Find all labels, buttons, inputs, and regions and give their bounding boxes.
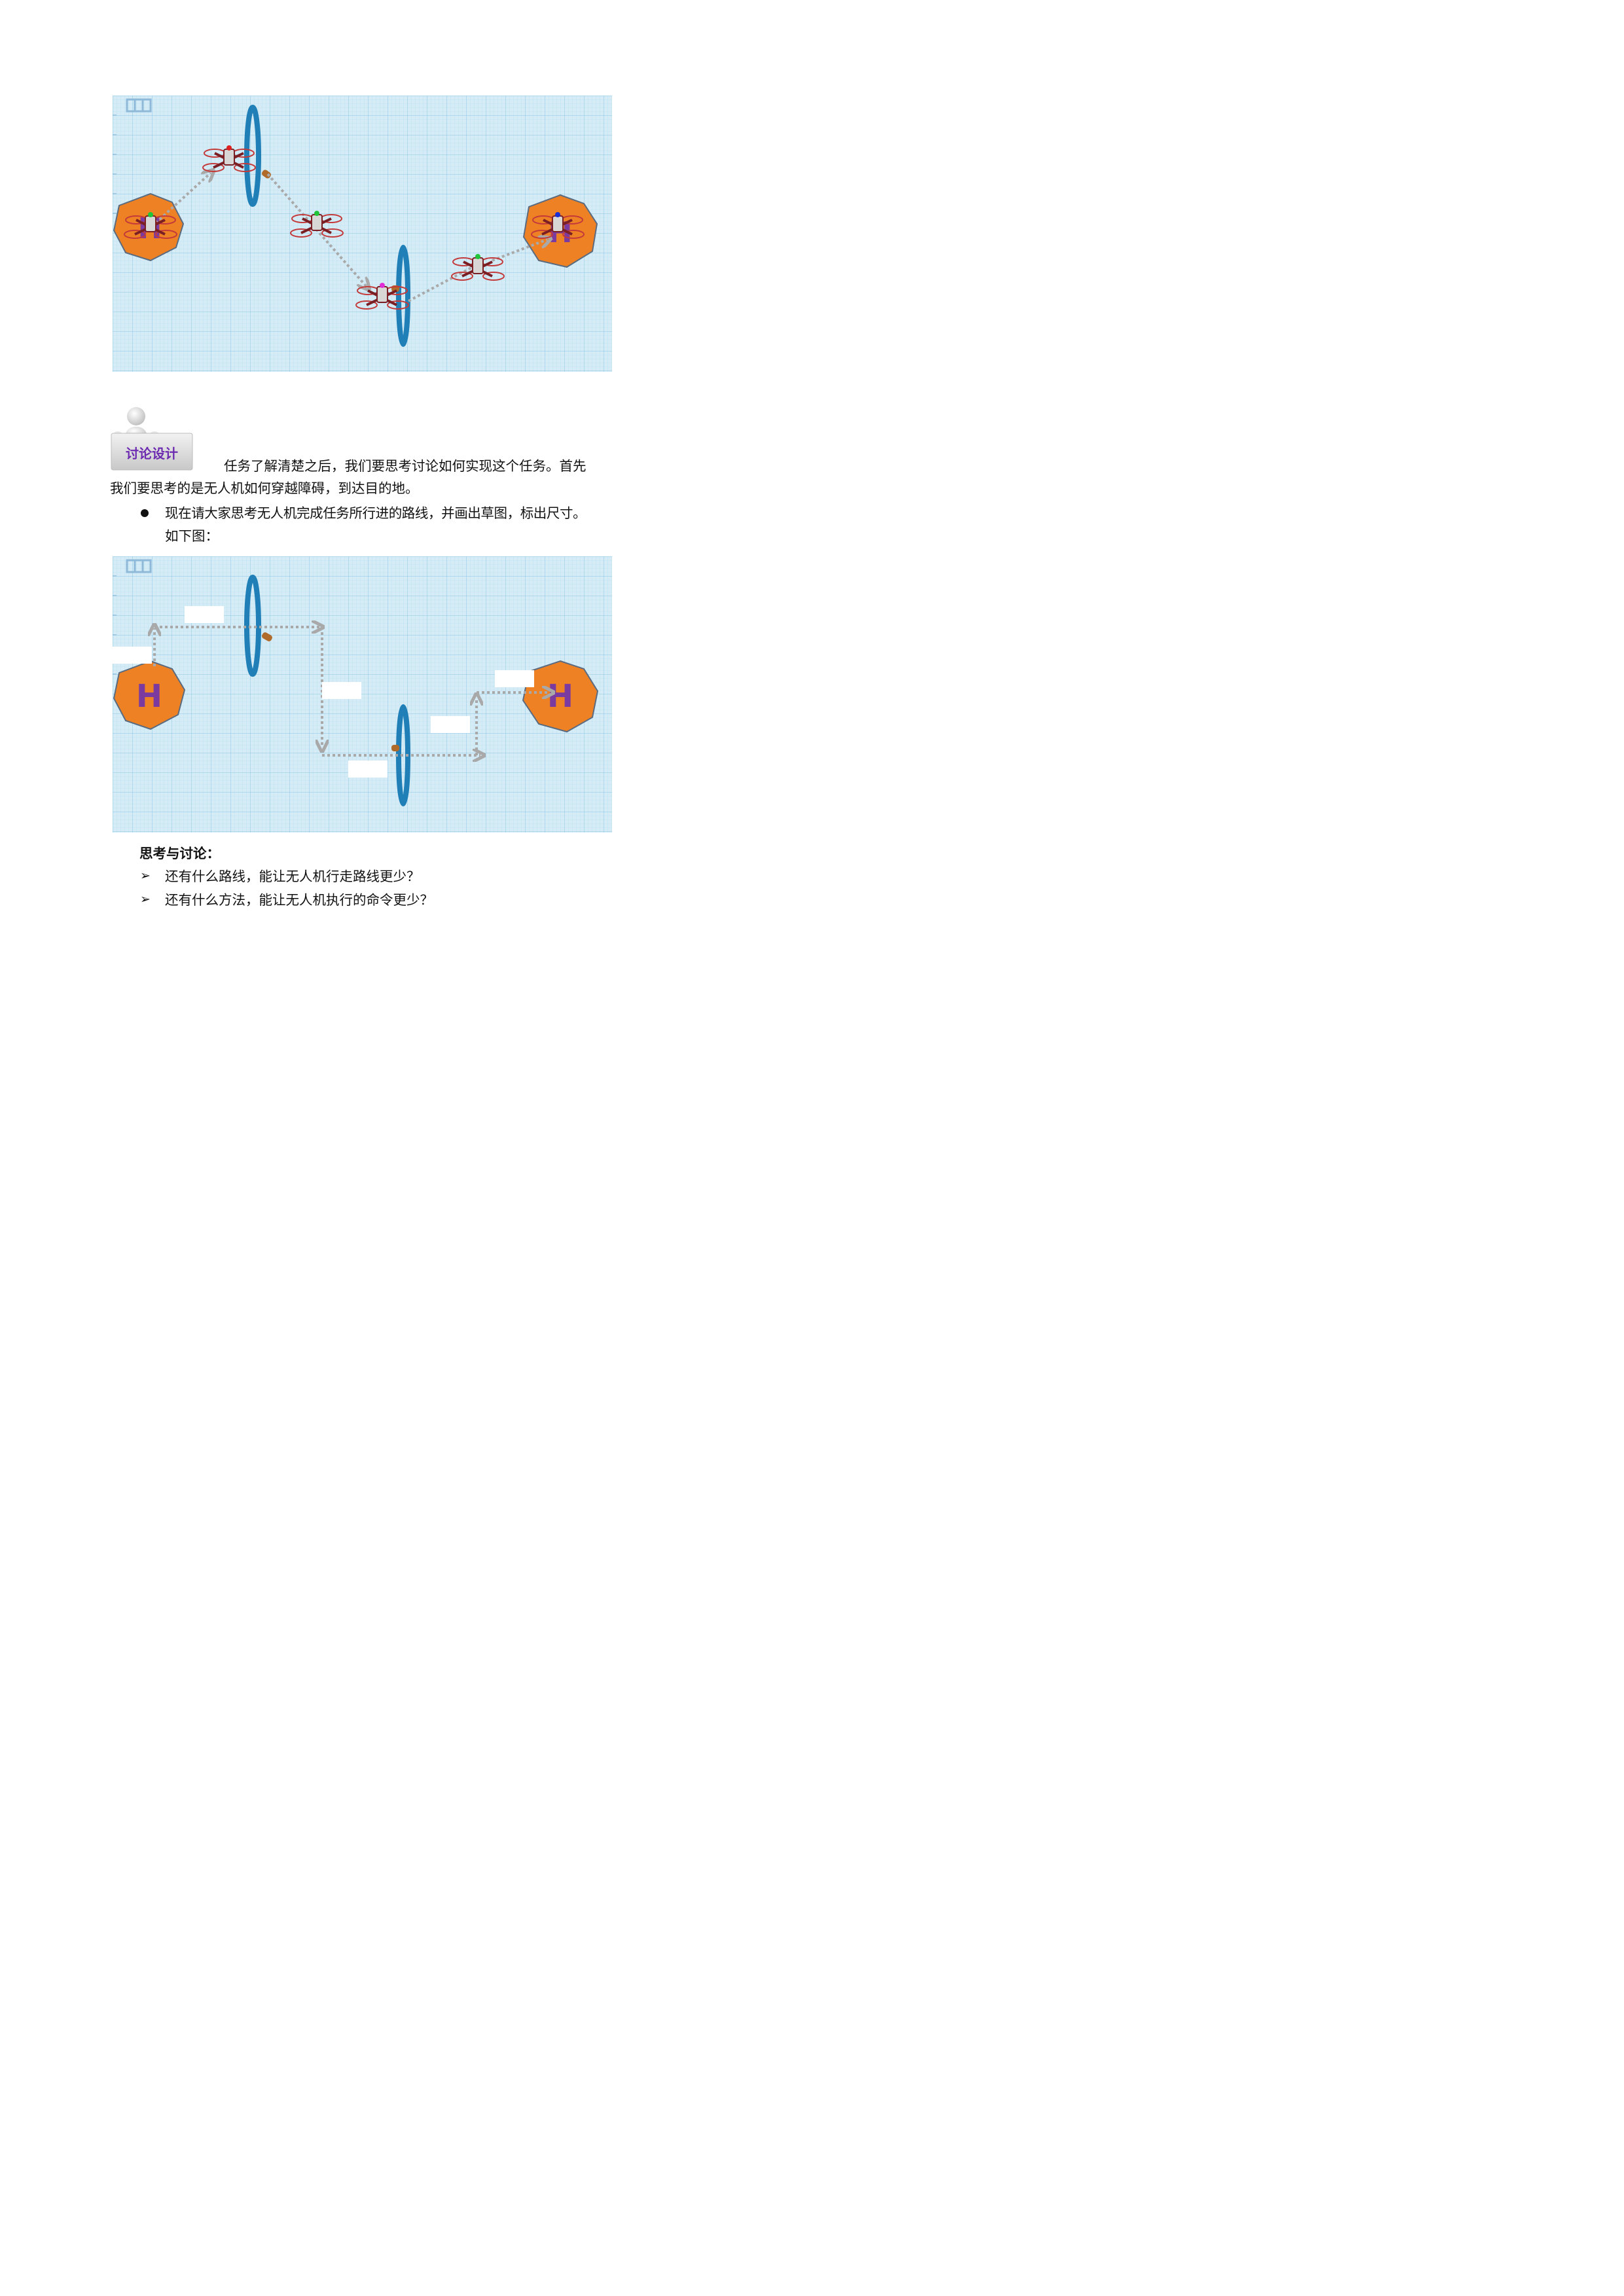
drone-after-ring2-icon	[450, 254, 505, 281]
drone-at-ring2-icon	[355, 283, 410, 310]
question-item-2: 还有什么方法，能让无人机执行的命令更少？	[165, 892, 433, 908]
dimension-box-horizontal-2	[348, 761, 388, 778]
drone-middle-icon	[289, 211, 344, 238]
intro-paragraph-line-2: 我们要思考的是无人机如何穿越障碍，到达目的地。	[110, 480, 419, 496]
task-bullet-line-2: 如下图：	[165, 528, 219, 544]
discussion-badge: 讨论设计	[110, 406, 194, 471]
dimension-box-horizontal-1	[185, 606, 224, 623]
start-landing-pad: H	[113, 660, 186, 730]
dimension-box-vertical-2	[322, 682, 361, 699]
dimension-box-vertical-1	[113, 647, 152, 664]
discussion-badge-label: 讨论设计	[126, 446, 178, 461]
task-bullet-line-1: 现在请大家思考无人机完成任务所行进的路线，并画出草图，标出尺寸。	[165, 505, 586, 521]
dimension-box-vertical-3	[431, 716, 470, 733]
start-pad-letter: H	[136, 678, 162, 715]
drone-before-ring1-icon	[202, 145, 257, 173]
intro-paragraph-line-1: 任务了解清楚之后，我们要思考讨论如何实现这个任务。首先	[224, 458, 586, 474]
drone-route-figure-1: H H	[113, 96, 612, 372]
arrow-bullet-icon: ➢	[140, 892, 151, 906]
dimension-boxes	[113, 606, 534, 778]
drone-end-icon	[530, 212, 585, 240]
obstacle-ring-1	[244, 575, 272, 677]
grid-logo-icon	[126, 559, 152, 573]
grid-logo-icon	[126, 98, 152, 113]
question-item-1: 还有什么路线，能让无人机行走路线更少？	[165, 869, 420, 884]
arrow-bullet-icon: ➢	[140, 869, 151, 883]
drone-route-figure-2: H H	[113, 556, 612, 833]
dimension-box-horizontal-3	[495, 670, 534, 687]
end-pad-letter: H	[547, 678, 573, 715]
drone-start-icon	[123, 212, 178, 240]
bullet-dot-icon	[141, 509, 149, 517]
discussion-heading: 思考与讨论：	[139, 846, 220, 861]
